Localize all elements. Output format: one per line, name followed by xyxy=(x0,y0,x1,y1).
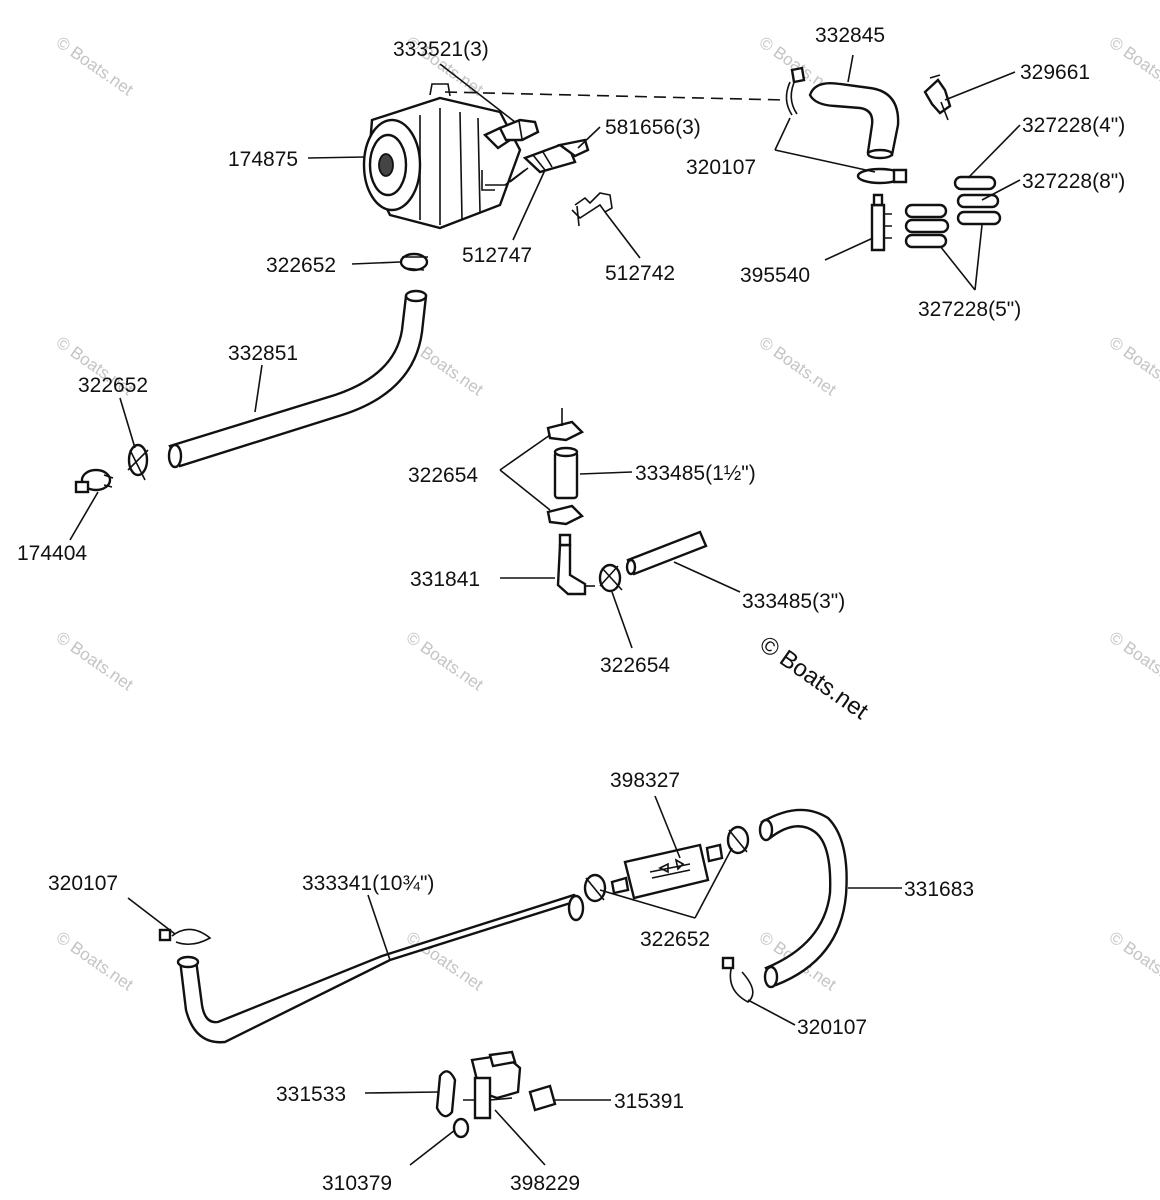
hose-332851 xyxy=(167,289,428,469)
callout-labels: 333521(3) 332845 329661 581656(3) 174875… xyxy=(17,24,1125,1195)
callout-398327: 398327 xyxy=(610,769,680,792)
callout-333485-3in: 333485(3") xyxy=(742,590,845,613)
callout-512747: 512747 xyxy=(462,244,532,267)
callout-332845: 332845 xyxy=(815,24,885,47)
callout-333485-1-5in: 333485(1½") xyxy=(635,462,756,485)
fuel-pump-174875 xyxy=(362,83,526,230)
clamp-322654-lower xyxy=(546,504,585,526)
callout-310379: 310379 xyxy=(322,1172,392,1195)
callout-320107-left: 320107 xyxy=(48,872,118,895)
callout-315391: 315391 xyxy=(614,1090,684,1113)
hose-333341 xyxy=(176,893,585,1044)
watermark: © Boats.net xyxy=(53,928,137,995)
callout-320107-top: 320107 xyxy=(686,156,756,179)
callout-322652-filter: 322652 xyxy=(640,928,710,951)
hoses-327228 xyxy=(904,175,1002,249)
callout-395540: 395540 xyxy=(740,264,810,287)
callout-327228-8in: 327228(8") xyxy=(1022,170,1125,193)
callout-322652-top: 322652 xyxy=(266,254,336,277)
callout-512742: 512742 xyxy=(605,262,675,285)
callout-322654-upper: 322654 xyxy=(408,464,478,487)
clamp-320107-left xyxy=(158,928,212,946)
callout-331841: 331841 xyxy=(410,568,480,591)
watermark: © Boats.net xyxy=(1106,33,1160,100)
hose-332845 xyxy=(808,81,900,160)
callout-174875: 174875 xyxy=(228,148,298,171)
fitting-174404 xyxy=(74,468,114,494)
callout-320107-right: 320107 xyxy=(797,1016,867,1039)
callout-331533: 331533 xyxy=(276,1083,346,1106)
callout-581656: 581656(3) xyxy=(605,116,701,139)
callout-332851: 332851 xyxy=(228,342,298,365)
clamp-322652-filter-left xyxy=(583,873,607,903)
connector-395540 xyxy=(870,193,892,252)
hose-333485-short xyxy=(553,446,579,500)
callout-322652-left: 322652 xyxy=(78,374,148,397)
clamp-320107-right xyxy=(721,956,754,1003)
clamp-320107-top xyxy=(785,66,806,116)
screw-310379 xyxy=(452,1117,470,1139)
callout-327228-5in: 327228(5") xyxy=(918,298,1021,321)
clamp-320107-lower xyxy=(856,167,908,185)
watermark: © Boats.net xyxy=(1106,628,1160,695)
elbow-331841 xyxy=(556,533,595,596)
watermarks: © Boats.net © Boats.net © Boats.net © Bo… xyxy=(53,33,1160,995)
watermark: © Boats.net xyxy=(1106,333,1160,400)
callout-327228-4in: 327228(4") xyxy=(1022,114,1125,137)
callout-329661: 329661 xyxy=(1020,61,1090,84)
cap-315391 xyxy=(528,1084,557,1112)
watermark: © Boats.net xyxy=(1106,928,1160,995)
clamp-322654-right xyxy=(598,563,623,593)
fitting-581656 xyxy=(522,138,590,174)
clamp-322652-top xyxy=(399,252,429,272)
callout-398229: 398229 xyxy=(510,1172,580,1195)
leader-lines xyxy=(69,54,1021,1166)
dashed-alignment-line xyxy=(444,91,786,101)
callout-174404: 174404 xyxy=(17,542,87,565)
clip-329661 xyxy=(923,74,952,121)
callout-331683: 331683 xyxy=(904,878,974,901)
watermark: © Boats.net xyxy=(403,628,487,695)
valve-398229 xyxy=(463,1050,522,1120)
callout-333341: 333341(10¾") xyxy=(302,872,434,895)
watermark: © Boats.net xyxy=(756,333,840,400)
clip-512742 xyxy=(571,192,613,227)
hose-331683 xyxy=(758,808,848,989)
callout-333521: 333521(3) xyxy=(393,38,489,61)
watermark: © Boats.net xyxy=(53,33,137,100)
fitting-333521 xyxy=(498,118,540,142)
callout-322654-lower: 322654 xyxy=(600,654,670,677)
copyright-mark: © Boats.net xyxy=(755,631,874,725)
hose-333485-long xyxy=(625,530,708,576)
clamp-322652-left xyxy=(127,443,149,481)
watermark: © Boats.net xyxy=(53,628,137,695)
clamp-322652-filter-right xyxy=(726,825,750,855)
clamp-322654-upper xyxy=(546,408,585,442)
hose-512747 xyxy=(509,167,529,183)
gasket-331533 xyxy=(435,1070,457,1118)
fuel-filter-398327 xyxy=(610,843,724,900)
